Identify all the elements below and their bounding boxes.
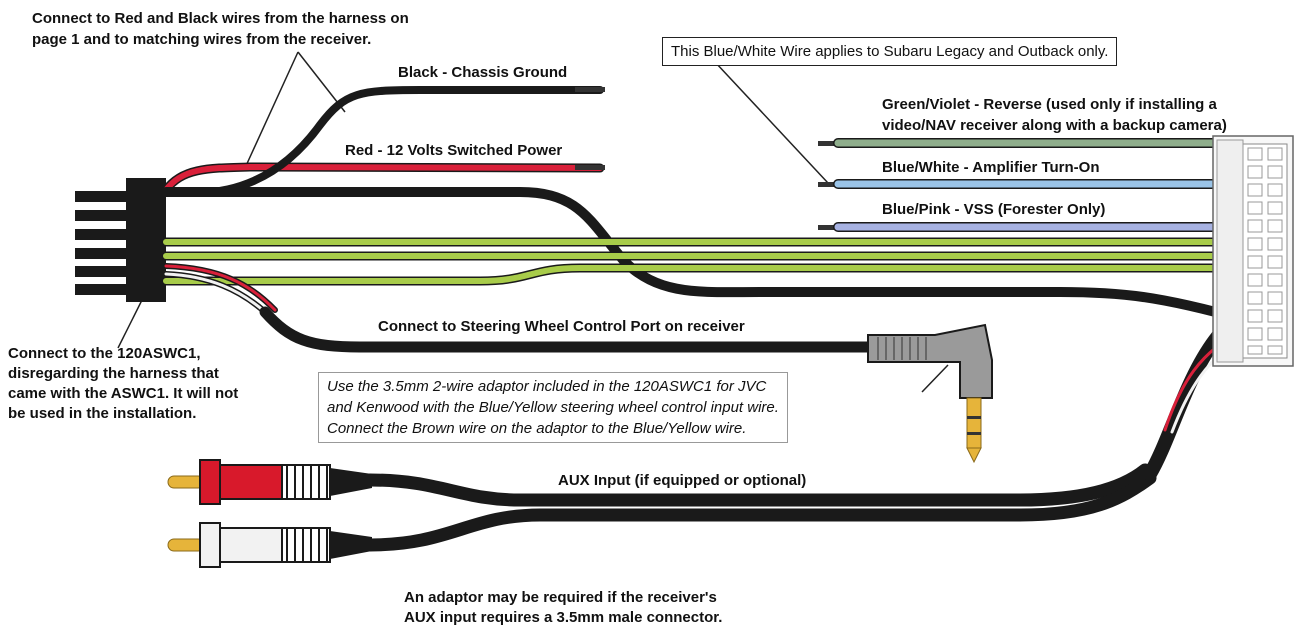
steering-cable — [259, 306, 876, 353]
black-wire-label: Black - Chassis Ground — [398, 64, 568, 81]
blue-pink-label: Blue/Pink - VSS (Forester Only) — [882, 201, 1106, 218]
rca-white-connector — [167, 522, 372, 568]
aswc-note: Connect to the 120ASWC1, disregarding th… — [8, 344, 238, 424]
aswc-note-line-2: disregarding the harness that — [8, 365, 219, 382]
aux-adaptor-note: An adaptor may be required if the receiv… — [404, 588, 722, 628]
aux-note-line-2: AUX input requires a 3.5mm male connecto… — [404, 609, 723, 626]
left-connector — [75, 178, 166, 302]
harness-wires — [161, 86, 1250, 353]
aswc-note-line-1: Connect to the 120ASWC1, — [8, 345, 201, 362]
steering-port-label: Connect to Steering Wheel Control Port o… — [378, 318, 745, 335]
harness-note-line-2: page 1 and to matching wires from the re… — [32, 31, 372, 48]
blue-white-label: Blue/White - Amplifier Turn-On — [882, 159, 1100, 176]
leader-adaptor-note — [921, 364, 949, 393]
right-connector — [1212, 135, 1294, 367]
leader-subaru-note — [714, 61, 829, 184]
green-stripe-wire-3-fill — [163, 265, 1248, 284]
green-violet-line-2: video/NAV receiver along with a backup c… — [882, 117, 1227, 134]
subaru-note-text: This Blue/White Wire applies to Subaru L… — [671, 43, 1109, 60]
aux-input-label: AUX Input (if equipped or optional) — [558, 472, 807, 489]
adaptor-note-line-3: Connect the Brown wire on the adaptor to… — [327, 420, 747, 437]
steering-wire-red-fill — [164, 264, 277, 312]
adaptor-note-box: Use the 3.5mm 2-wire adaptor included in… — [318, 372, 788, 443]
steering-jack — [867, 323, 993, 464]
harness-note: Connect to Red and Black wires from the … — [32, 8, 409, 50]
blue-white-tip — [818, 182, 840, 187]
green-violet-line-1: Green/Violet - Reverse (used only if ins… — [882, 96, 1217, 113]
blue-pink-tip — [818, 225, 840, 230]
green-violet-label: Green/Violet - Reverse (used only if ins… — [882, 94, 1227, 136]
aux-note-line-1: An adaptor may be required if the receiv… — [404, 589, 717, 606]
red-wire-tip — [575, 165, 605, 170]
black-long-wire — [161, 187, 1250, 325]
aswc-note-line-4: be used in the installation. — [8, 405, 197, 422]
aux-cable-white — [363, 471, 1157, 552]
aswc-note-line-3: came with the ASWC1. It will not — [8, 385, 239, 402]
subaru-note-box: This Blue/White Wire applies to Subaru L… — [662, 37, 1118, 66]
leader-lines — [117, 51, 949, 393]
red-wire-fill — [163, 163, 603, 193]
adaptor-note-line-1: Use the 3.5mm 2-wire adaptor included in… — [327, 378, 767, 395]
aux-cable-red — [363, 463, 1152, 507]
green-violet-tip — [818, 141, 840, 146]
adaptor-note-line-2: and Kenwood with the Blue/Yellow steerin… — [327, 399, 779, 416]
steering-wire-white-fill — [164, 272, 267, 314]
leader-aswc-connector — [117, 295, 145, 349]
rca-red-connector — [167, 459, 372, 505]
harness-note-line-1: Connect to Red and Black wires from the … — [32, 10, 409, 27]
red-wire-label: Red - 12 Volts Switched Power — [345, 142, 563, 159]
black-wire-tip — [575, 87, 605, 92]
leader-harness-red — [244, 51, 299, 169]
